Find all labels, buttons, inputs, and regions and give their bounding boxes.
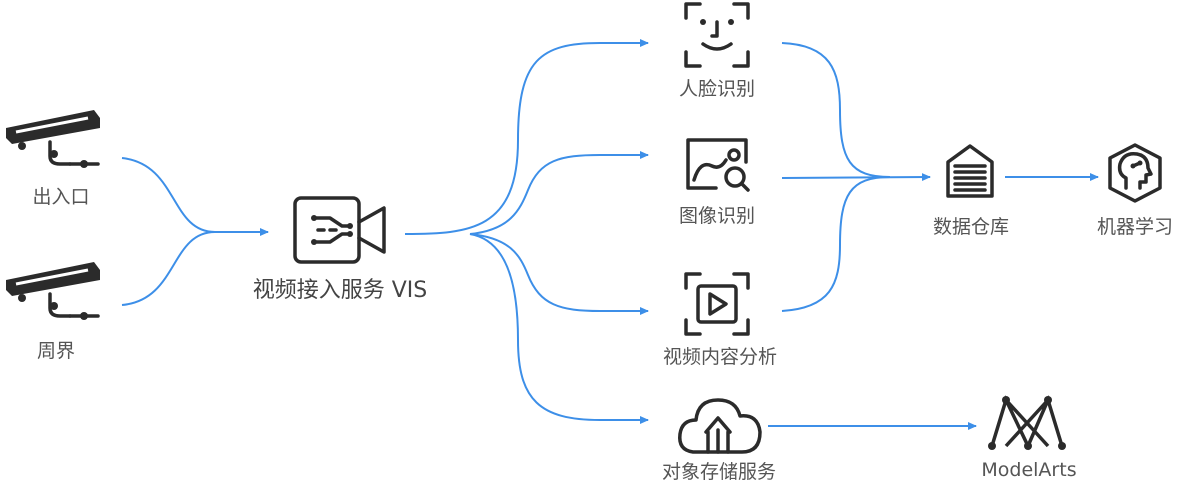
connector-video-to-warehouse (781, 176, 891, 312)
connector-face-to-warehouse (781, 42, 891, 178)
camera-icon (4, 108, 102, 170)
label-video-analysis: 视频内容分析 (662, 346, 778, 368)
label-modelarts: ModelArts (981, 459, 1077, 481)
connector-vis-to-face (404, 39, 649, 235)
connector-vis-to-obs (469, 233, 649, 424)
label-entrance: 出入口 (32, 186, 90, 208)
label-face-recognition: 人脸识别 (678, 78, 756, 100)
image-search-icon (686, 138, 750, 192)
connectors (121, 39, 1099, 430)
camera-icon (4, 260, 102, 322)
label-image-recognition: 图像识别 (678, 205, 756, 227)
connector-vis-to-image (469, 151, 649, 235)
label-data-warehouse: 数据仓库 (932, 216, 1010, 238)
label-machine-learning: 机器学习 (1096, 216, 1174, 238)
cloud-upload-icon (678, 398, 762, 454)
label-obs: 对象存储服务 (661, 461, 777, 483)
modelarts-icon (988, 394, 1066, 451)
label-perimeter: 周界 (36, 340, 76, 362)
video-play-icon (684, 272, 750, 336)
warehouse-icon (946, 144, 994, 198)
connector-vis-to-video (469, 233, 649, 315)
ai-head-icon (1108, 143, 1162, 203)
face-recognition-icon (684, 2, 750, 68)
connector-perimeter-to-vis (121, 231, 216, 306)
video-camera-icon (293, 196, 386, 264)
connector-entrance-to-vis (121, 157, 269, 236)
connector-image-to-warehouse (781, 173, 931, 182)
label-vis: 视频接入服务 VIS (252, 278, 428, 303)
